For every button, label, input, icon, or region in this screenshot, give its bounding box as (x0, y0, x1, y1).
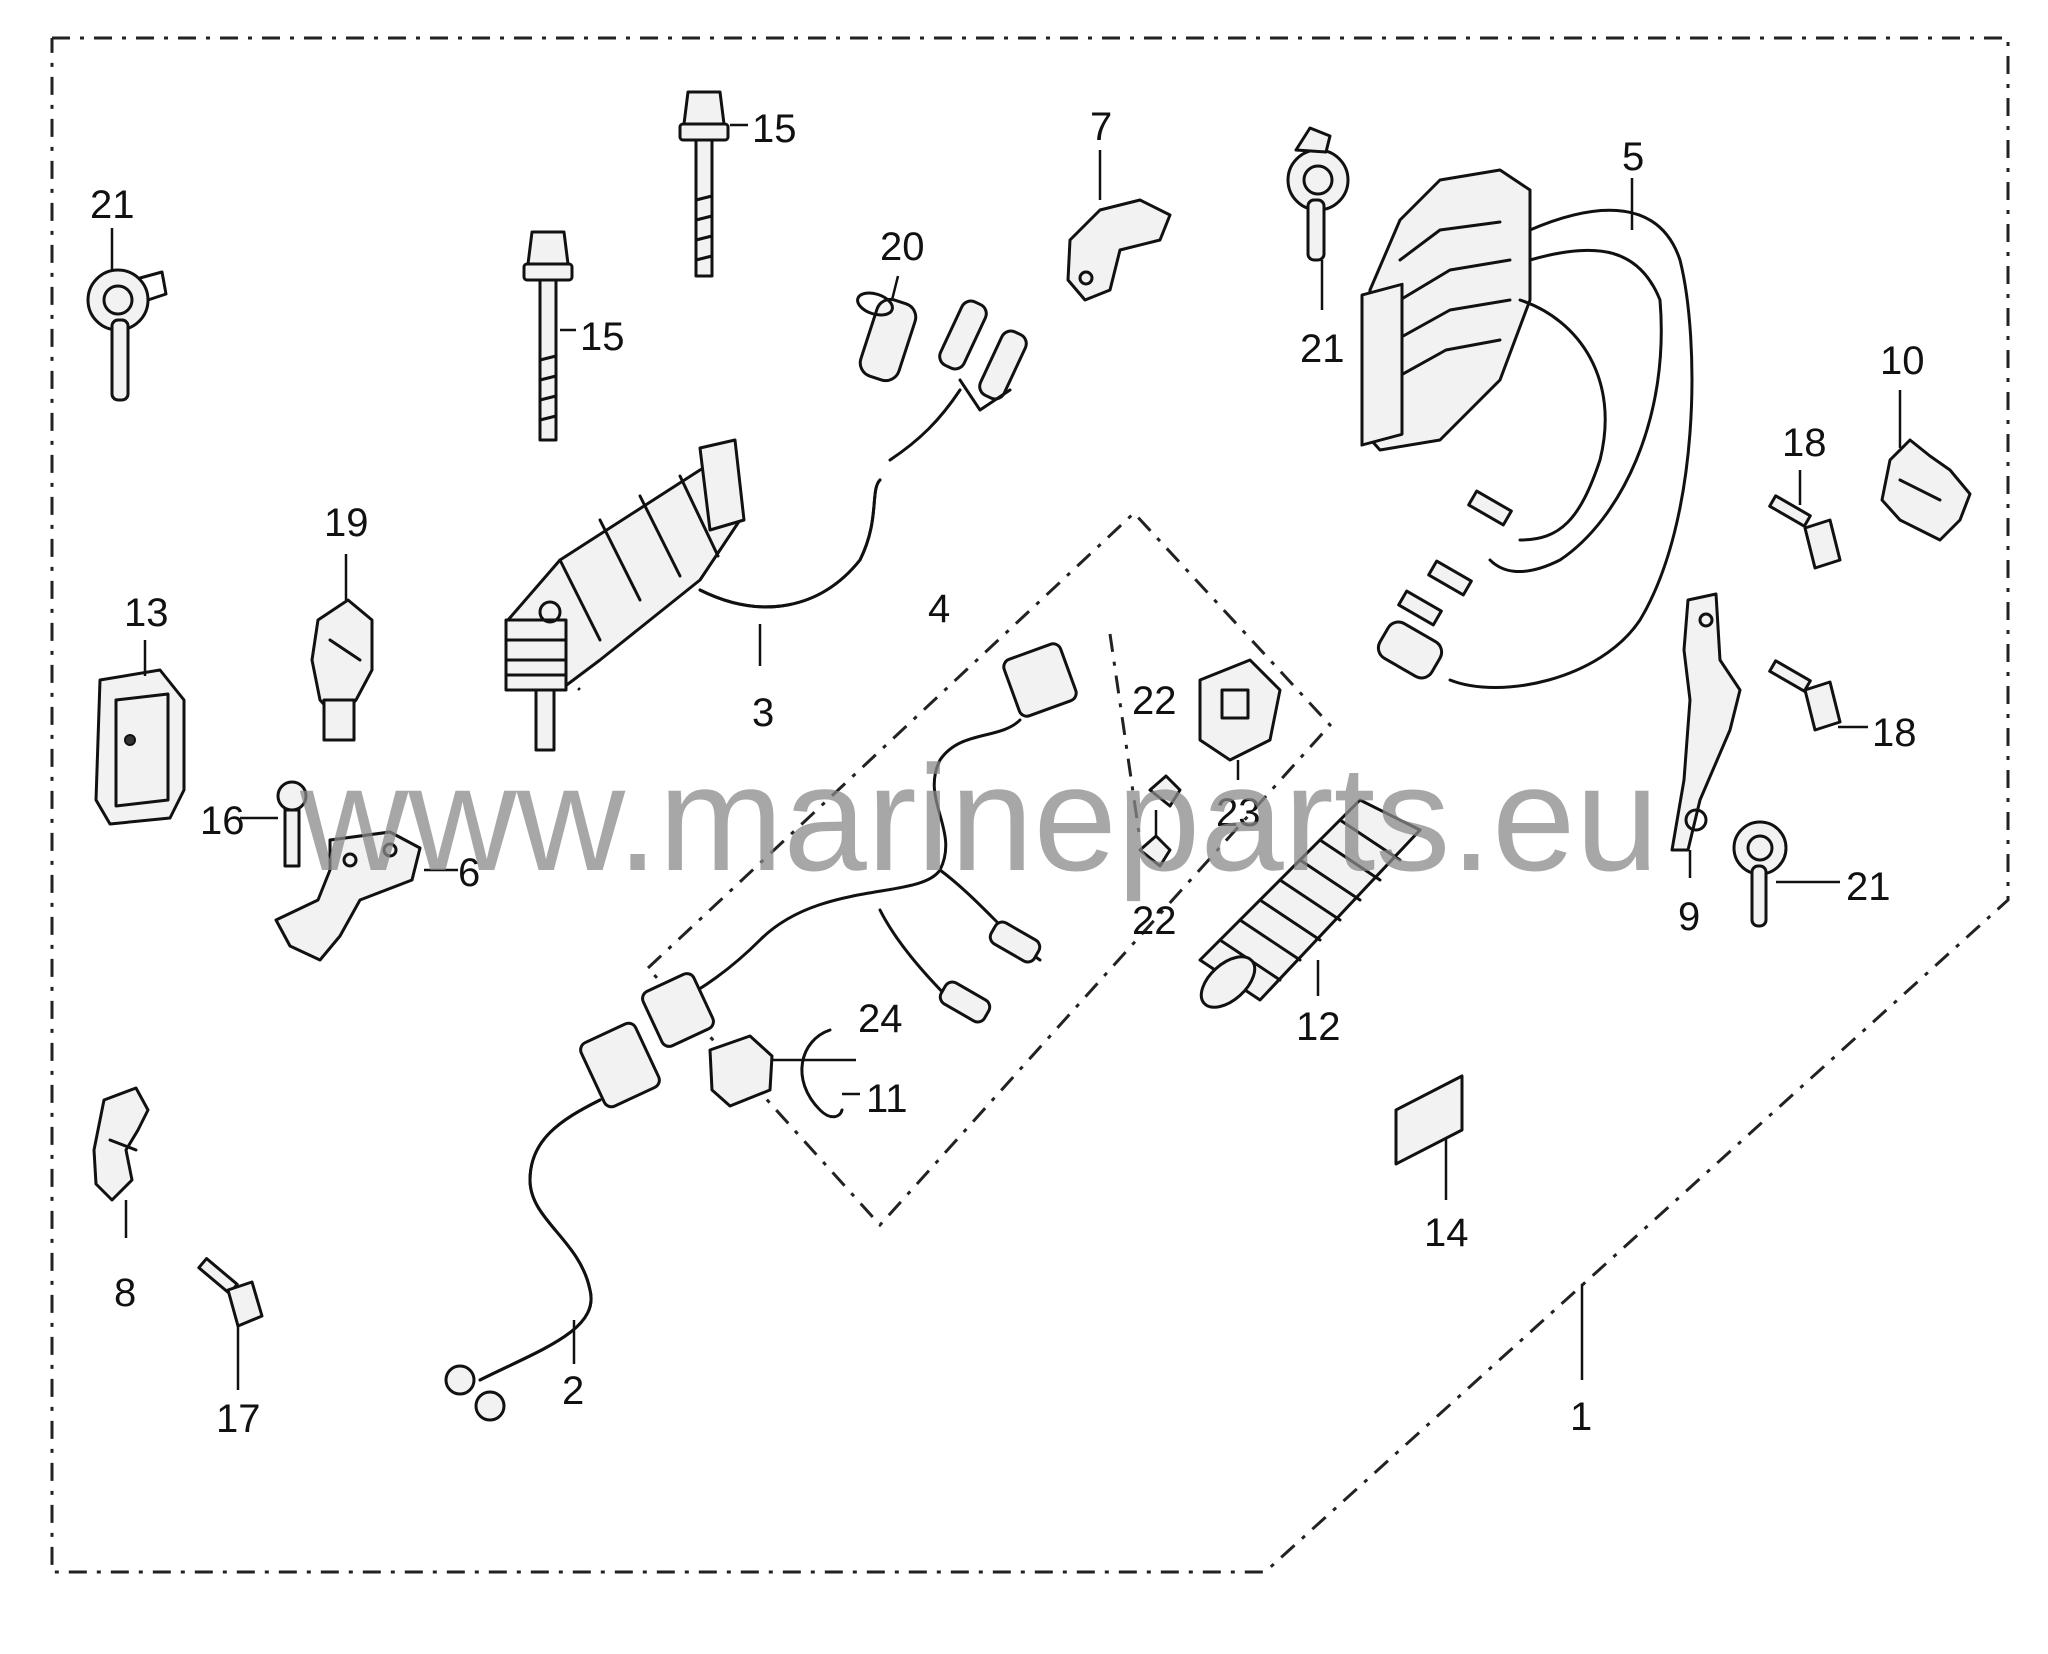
part-23-connector (1198, 658, 1282, 762)
part-10-clip (1880, 438, 1972, 542)
callout-15-top: 15 (752, 107, 797, 151)
part-19-grommet (310, 598, 374, 742)
callout-21-right: 21 (1846, 865, 1891, 909)
assembly-boundary (50, 36, 2010, 1574)
part-21-clip-right (1732, 820, 1788, 928)
watermark-text: www.marineparts.eu (299, 734, 1659, 902)
part-21-clip-top (1286, 126, 1350, 262)
callout-21-left: 21 (90, 183, 135, 227)
callout-22-upper: 22 (1132, 679, 1177, 723)
callout-17: 17 (216, 1397, 261, 1441)
callout-14: 14 (1424, 1211, 1469, 1255)
part-16-bolt (276, 780, 308, 868)
part-11-clip-ring (800, 1028, 844, 1119)
callout-24: 24 (858, 997, 903, 1041)
callout-11: 11 (866, 1077, 908, 1121)
part-18-bolt-lower (1768, 659, 1842, 732)
callout-7: 7 (1090, 105, 1112, 149)
callout-19: 19 (324, 501, 369, 545)
callout-4: 4 (928, 587, 950, 631)
part-20-sleeve (856, 291, 918, 383)
part-22-nut-upper (1148, 774, 1182, 808)
callout-5: 5 (1622, 135, 1644, 179)
part-15-bolt-middle (522, 230, 574, 442)
part-24-connector (708, 1034, 774, 1108)
part-5-regulator-rectifier (1360, 168, 1694, 689)
callout-2: 2 (562, 1369, 584, 1413)
part-21-clip-left (86, 268, 168, 402)
part-6-bracket (274, 830, 422, 962)
callout-8: 8 (114, 1271, 136, 1315)
callout-15-middle: 15 (580, 315, 625, 359)
part-7-bracket (1066, 198, 1172, 302)
part-12-corrugated-tube (1198, 798, 1422, 1009)
callout-6: 6 (458, 851, 480, 895)
part-3-ignition-coil (504, 438, 882, 752)
callout-23: 23 (1216, 791, 1261, 835)
part-9-bracket (1670, 592, 1742, 852)
part-15-bolt-top (678, 90, 730, 278)
part-14-label (1394, 1074, 1464, 1166)
callout-21-top: 21 (1300, 327, 1345, 371)
callout-9: 9 (1678, 895, 1700, 939)
callout-18-upper: 18 (1782, 421, 1827, 465)
part-22-guide-line (1108, 633, 1142, 841)
part-2-wire-harness (444, 1021, 661, 1422)
part-8-clip (92, 1086, 150, 1202)
part-13-pad (94, 668, 186, 826)
callout-12: 12 (1296, 1005, 1341, 1049)
callout-1: 1 (1570, 1395, 1592, 1439)
callout-18-lower: 18 (1872, 711, 1917, 755)
part-3-terminal-caps (888, 299, 1028, 462)
part-4-sub-harness (641, 642, 1078, 1048)
callout-10: 10 (1880, 339, 1925, 383)
leader-lines (110, 123, 1902, 1390)
callout-20: 20 (880, 225, 925, 269)
subassembly-boundary (646, 510, 1333, 1228)
callout-16: 16 (200, 799, 245, 843)
callout-22-lower: 22 (1132, 899, 1177, 943)
callout-13: 13 (124, 591, 169, 635)
part-17-bolt (197, 1257, 264, 1328)
part-18-bolt-upper (1768, 494, 1842, 570)
part-22-nut-lower (1138, 834, 1172, 868)
callout-3: 3 (752, 691, 774, 735)
